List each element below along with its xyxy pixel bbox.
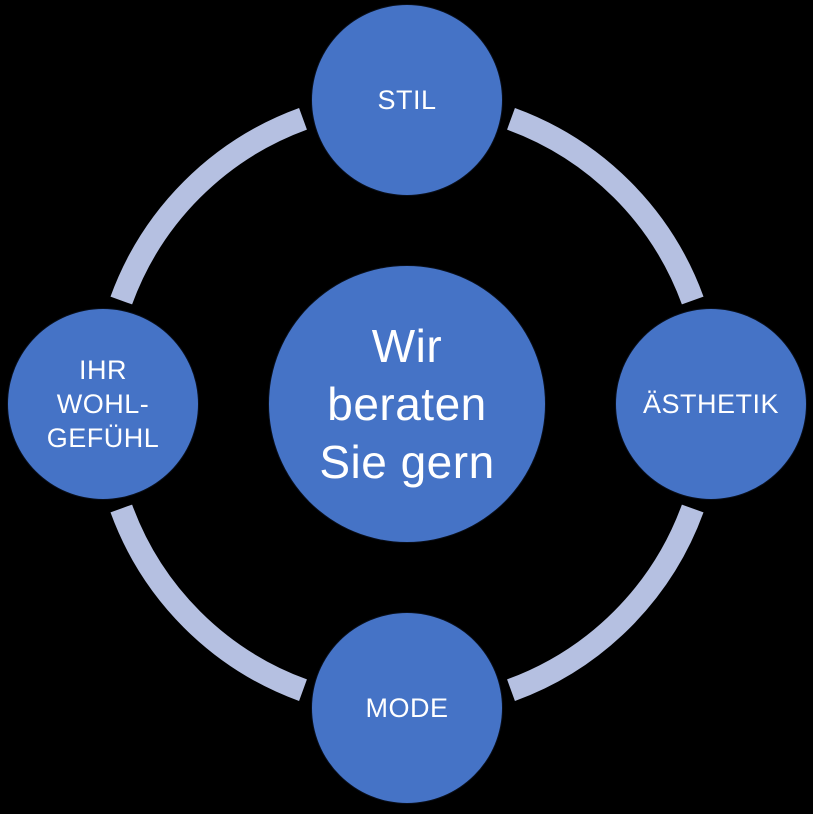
node-label-wohlgefuehl-line-2: WOHL-: [56, 389, 150, 419]
node-circle-stil: STIL: [312, 5, 502, 195]
center-line-2: beraten: [327, 378, 487, 430]
node-circle-aesthetik: ÄSTHETIK: [616, 309, 806, 499]
ring-arc-top-right: [507, 107, 704, 305]
node-circle-wohlgefuehl: IHR WOHL- GEFÜHL: [8, 309, 198, 499]
node-label-stil: STIL: [377, 85, 437, 115]
center-line-3: Sie gern: [319, 436, 495, 488]
ring-arc-left-top: [110, 107, 307, 305]
ring-arc-right-bottom: [507, 504, 704, 702]
center-circle: Wir beraten Sie gern: [269, 266, 545, 542]
node-label-mode: MODE: [365, 693, 449, 723]
node-label-aesthetik: ÄSTHETIK: [642, 389, 780, 419]
center-line-1: Wir: [371, 320, 443, 372]
node-label-wohlgefuehl-line-3: GEFÜHL: [46, 423, 160, 453]
node-circle-mode: MODE: [312, 613, 502, 803]
ring-arc-bottom-left: [110, 504, 307, 702]
node-label-wohlgefuehl-line-1: IHR: [79, 355, 127, 385]
